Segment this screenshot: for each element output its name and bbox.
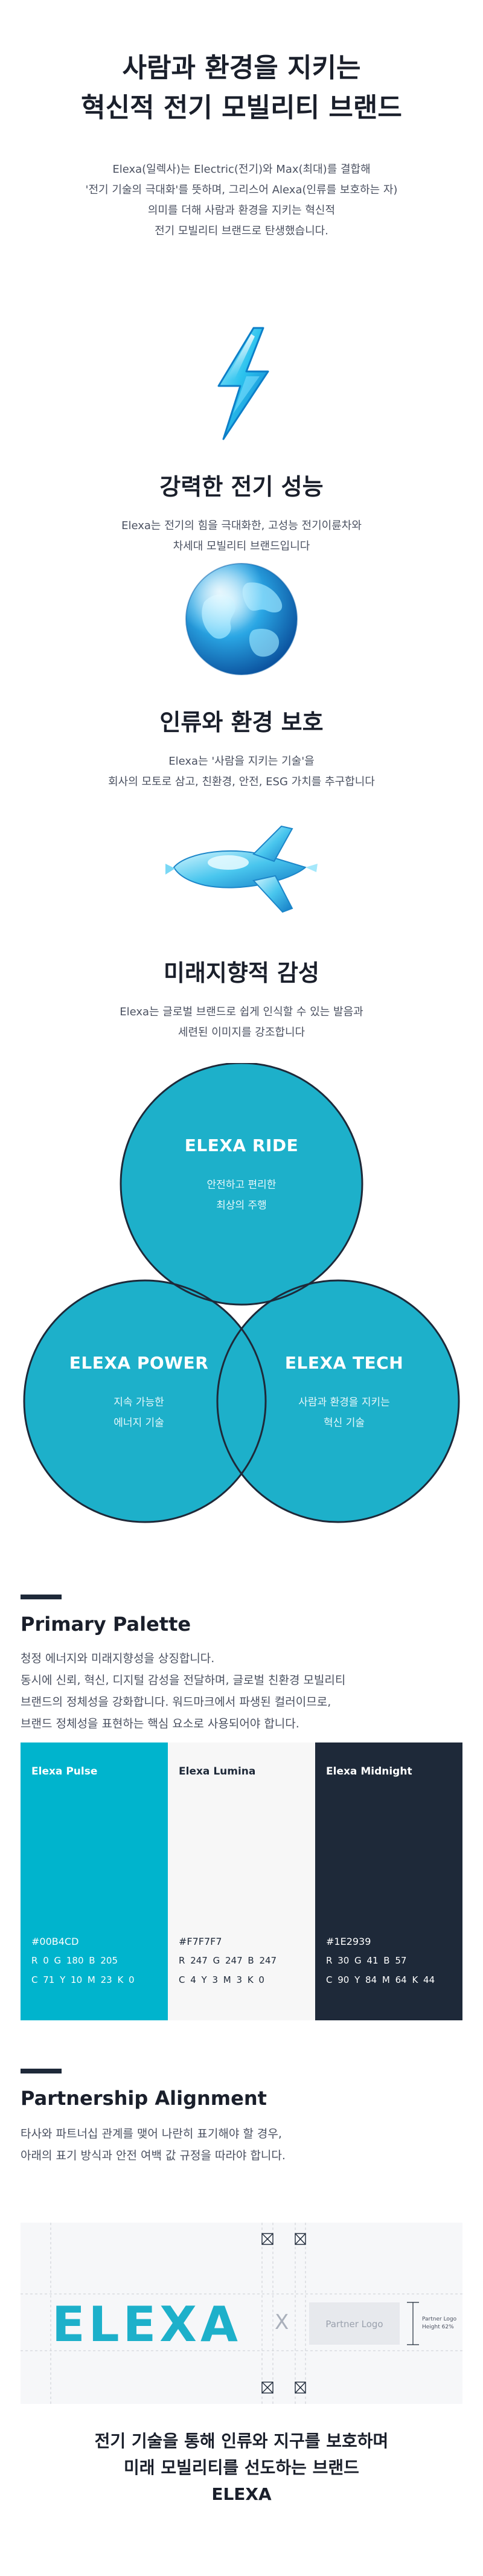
venn-desc-line: 에너지 기술 <box>114 1417 164 1429</box>
height-note-line: Height 62% <box>422 2324 454 2330</box>
feature-description: Elexa는 전기의 힘을 극대화한, 고성능 전기이륜차와 차세대 모빌리티 … <box>0 516 483 557</box>
venn-outline-tech <box>216 1279 460 1523</box>
feature-desc-line: 회사의 모토로 삼고, 친환경, 안전, ESG 가치를 추구합니다 <box>108 776 375 788</box>
swatch-name: Elexa Lumina <box>179 1765 256 1778</box>
palette-desc-line: 청정 에너지와 미래지향성을 상징합니다. <box>21 1652 215 1665</box>
color-swatches: Elexa Pulse #00B4CD R 0 G 180 B 205 C 71… <box>21 1742 462 2020</box>
closing-statement: 전기 기술을 통해 인류와 지구를 보호하며 미래 모빌리티를 선도하는 브랜드… <box>0 2428 483 2508</box>
venn-circle-ride <box>121 1063 362 1305</box>
venn-name: ELEXA TECH <box>284 1353 404 1373</box>
partnership-description: 타사와 파트너십 관계를 맺어 나란히 표기해야 할 경우, 아래의 표기 방식… <box>21 2123 467 2166</box>
partner-logo-label: Partner Logo <box>325 2319 383 2330</box>
spaceship-icon <box>165 825 318 913</box>
closing-line: 전기 기술을 통해 인류와 지구를 보호하며 <box>94 2431 389 2451</box>
section-divider <box>21 1595 62 1599</box>
swatch-hex: #00B4CD <box>31 1936 79 1947</box>
feature-title: 강력한 전기 성능 <box>159 474 324 500</box>
lockup-guide: ELEXA X Partner Logo Partner Logo Height… <box>21 2223 462 2404</box>
venn-label-ride: ELEXA RIDE 안전하고 편리한 최상의 주행 <box>151 1135 332 1216</box>
globe-icon <box>185 563 298 675</box>
swatch-midnight: Elexa Midnight #1E2939 R 30 G 41 B 57 C … <box>315 1742 462 2020</box>
partner-logo-box <box>309 2302 400 2345</box>
feature-desc-line: Elexa는 글로벌 브랜드로 쉽게 인식할 수 있는 발음과 <box>120 1006 363 1018</box>
swatch-name: Elexa Pulse <box>31 1765 98 1778</box>
partnership-lockup: ELEXA X Partner Logo Partner Logo Height… <box>21 2223 462 2404</box>
venn-label-power: ELEXA POWER 지속 가능한 에너지 기술 <box>48 1353 229 1433</box>
swatch-name: Elexa Midnight <box>326 1765 412 1778</box>
feature-title: 인류와 환경 보호 <box>159 709 324 736</box>
feature-desc-line: 세련된 이미지를 강조합니다 <box>178 1026 305 1039</box>
feature-desc-line: Elexa는 전기의 힘을 극대화한, 고성능 전기이륜차와 <box>121 519 362 532</box>
feature-power: 강력한 전기 성능 Elexa는 전기의 힘을 극대화한, 고성능 전기이륜차와… <box>0 323 483 557</box>
hero-title-line: 혁신적 전기 모빌리티 브랜드 <box>81 92 402 123</box>
hero-title: 사람과 환경을 지키는 혁신적 전기 모빌리티 브랜드 <box>0 48 483 128</box>
swatch-cmyk: C 4 Y 3 M 3 K 0 <box>179 1974 264 1985</box>
swatch-cmyk: C 71 Y 10 M 23 K 0 <box>31 1974 135 1985</box>
hero-desc-line: 전기 모빌리티 브랜드로 탄생했습니다. <box>155 225 328 237</box>
closing-line: ELEXA <box>211 2484 272 2504</box>
hero-description: Elexa(일렉사)는 Electric(전기)와 Max(최대)를 결합해 '… <box>0 159 483 242</box>
venn-desc-line: 혁신 기술 <box>324 1417 365 1429</box>
palette-desc-line: 브랜드의 정체성을 강화합니다. 워드마크에서 파생된 컬러이므로, <box>21 1695 331 1709</box>
venn-desc: 사람과 환경을 지키는 혁신 기술 <box>254 1392 435 1433</box>
swatch-lumina: Elexa Lumina #F7F7F7 R 247 G 247 B 247 C… <box>168 1742 315 2020</box>
venn-name: ELEXA POWER <box>69 1353 209 1373</box>
venn-desc-line: 안전하고 편리한 <box>206 1179 277 1191</box>
venn-desc: 지속 가능한 에너지 기술 <box>48 1392 229 1433</box>
feature-title: 미래지향적 감성 <box>164 960 319 986</box>
venn-desc-line: 지속 가능한 <box>114 1396 164 1408</box>
swatch-hex: #F7F7F7 <box>179 1936 222 1947</box>
palette-desc-line: 동시에 신뢰, 혁신, 디지털 감성을 전달하며, 글로벌 친환경 모빌리티 <box>21 1674 346 1687</box>
venn-outline-power <box>23 1279 267 1523</box>
venn-circle-power <box>24 1280 266 1522</box>
venn-circles <box>23 1063 460 1523</box>
swatch-cmyk: C 90 Y 84 M 64 K 44 <box>326 1974 435 1985</box>
swatch-hex: #1E2939 <box>326 1936 371 1947</box>
partnership-title: Partnership Alignment <box>21 2087 267 2110</box>
venn-label-tech: ELEXA TECH 사람과 환경을 지키는 혁신 기술 <box>254 1353 435 1433</box>
hero-desc-line: 의미를 더해 사람과 환경을 지키는 혁신적 <box>147 204 336 217</box>
venn-desc-line: 최상의 주행 <box>216 1200 267 1212</box>
venn-circle-tech <box>217 1280 459 1522</box>
feature-desc-line: 차세대 모빌리티 브랜드입니다 <box>173 540 310 553</box>
partnership-desc-line: 아래의 표기 방식과 안전 여백 값 규정을 따라야 합니다. <box>21 2149 286 2162</box>
palette-description: 청정 에너지와 미래지향성을 상징합니다. 동시에 신뢰, 혁신, 디지털 감성… <box>21 1648 467 1735</box>
partnership-desc-line: 타사와 파트너십 관계를 맺어 나란히 표기해야 할 경우, <box>21 2127 282 2141</box>
hero-desc-line: '전기 기술의 극대화'를 뜻하며, 그리스어 Alexa(인류를 보호하는 자… <box>85 184 398 196</box>
venn-desc: 안전하고 편리한 최상의 주행 <box>151 1175 332 1216</box>
feature-desc-line: Elexa는 '사람을 지키는 기술'을 <box>168 755 315 768</box>
elexa-wordmark: ELEXA <box>52 2296 242 2353</box>
hero-desc-line: Elexa(일렉사)는 Electric(전기)와 Max(최대)를 결합해 <box>112 163 371 176</box>
swatch-pulse: Elexa Pulse #00B4CD R 0 G 180 B 205 C 71… <box>21 1742 168 2020</box>
lockup-separator: X <box>275 2310 289 2334</box>
feature-environment: 인류와 환경 보호 Elexa는 '사람을 지키는 기술'을 회사의 모토로 삼… <box>0 559 483 792</box>
swatch-rgb: R 0 G 180 B 205 <box>31 1955 118 1966</box>
height-note-line: Partner Logo <box>422 2316 457 2322</box>
brand-venn-diagram: ELEXA RIDE 안전하고 편리한 최상의 주행 ELEXA POWER 지… <box>0 1063 483 1534</box>
swatch-rgb: R 247 G 247 B 247 <box>179 1955 277 1966</box>
feature-description: Elexa는 글로벌 브랜드로 쉽게 인식할 수 있는 발음과 세련된 이미지를… <box>0 1002 483 1043</box>
palette-desc-line: 브랜드 정체성을 표현하는 핵심 요소로 사용되어야 합니다. <box>21 1717 299 1730</box>
feature-description: Elexa는 '사람을 지키는 기술'을 회사의 모토로 삼고, 친환경, 안전… <box>0 751 483 792</box>
venn-desc-line: 사람과 환경을 지키는 <box>298 1396 390 1408</box>
feature-future: 미래지향적 감성 Elexa는 글로벌 브랜드로 쉽게 인식할 수 있는 발음과… <box>0 809 483 1043</box>
section-divider <box>21 2069 62 2073</box>
hero-section: 사람과 환경을 지키는 혁신적 전기 모빌리티 브랜드 Elexa(일렉사)는 … <box>0 48 483 242</box>
closing-line: 미래 모빌리티를 선도하는 브랜드 <box>124 2458 359 2478</box>
venn-outline-ride <box>120 1063 363 1306</box>
swatch-rgb: R 30 G 41 B 57 <box>326 1955 407 1966</box>
lightning-bolt-icon <box>217 327 269 440</box>
venn-name: ELEXA RIDE <box>184 1135 299 1155</box>
hero-title-line: 사람과 환경을 지키는 <box>122 53 361 83</box>
palette-title: Primary Palette <box>21 1613 191 1636</box>
